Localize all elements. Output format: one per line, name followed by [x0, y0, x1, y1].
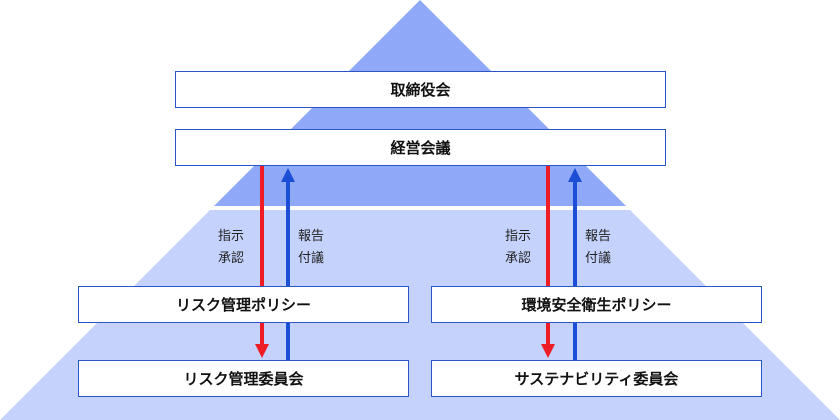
risk-committee-label: リスク管理委員会 [183, 370, 304, 388]
management-meeting-label: 経営会議 [390, 139, 451, 157]
right-up-label-line1: 報告 [585, 229, 612, 244]
right-up-label: 報告 付議 [585, 226, 611, 270]
right-down-label: 指示 承認 [505, 226, 531, 270]
risk-policy-box: リスク管理ポリシー [78, 286, 409, 323]
management-meeting-box: 経営会議 [175, 129, 666, 166]
board-box: 取締役会 [175, 71, 666, 108]
right-down-label-line2: 承認 [505, 251, 532, 266]
left-up-label: 報告 付議 [298, 226, 324, 270]
arrow-up-right-head [568, 168, 582, 182]
arrow-up-left-head [281, 168, 295, 182]
arrow-down-left-head [255, 344, 269, 358]
board-label: 取締役会 [390, 81, 451, 99]
left-down-label-line1: 指示 [218, 229, 245, 244]
sustainability-committee-label: サステナビリティ委員会 [514, 370, 679, 388]
ehs-policy-label: 環境安全衛生ポリシー [521, 296, 672, 314]
sustainability-committee-box: サステナビリティ委員会 [431, 360, 762, 397]
left-up-label-line1: 報告 [298, 229, 325, 244]
arrow-down-right-head [541, 344, 555, 358]
risk-policy-label: リスク管理ポリシー [175, 296, 311, 314]
ehs-policy-box: 環境安全衛生ポリシー [431, 286, 762, 323]
right-up-label-line2: 付議 [585, 251, 612, 266]
right-down-label-line1: 指示 [505, 229, 532, 244]
left-down-label-line2: 承認 [218, 251, 245, 266]
left-up-label-line2: 付議 [298, 251, 325, 266]
left-down-label: 指示 承認 [218, 226, 244, 270]
risk-committee-box: リスク管理委員会 [78, 360, 409, 397]
